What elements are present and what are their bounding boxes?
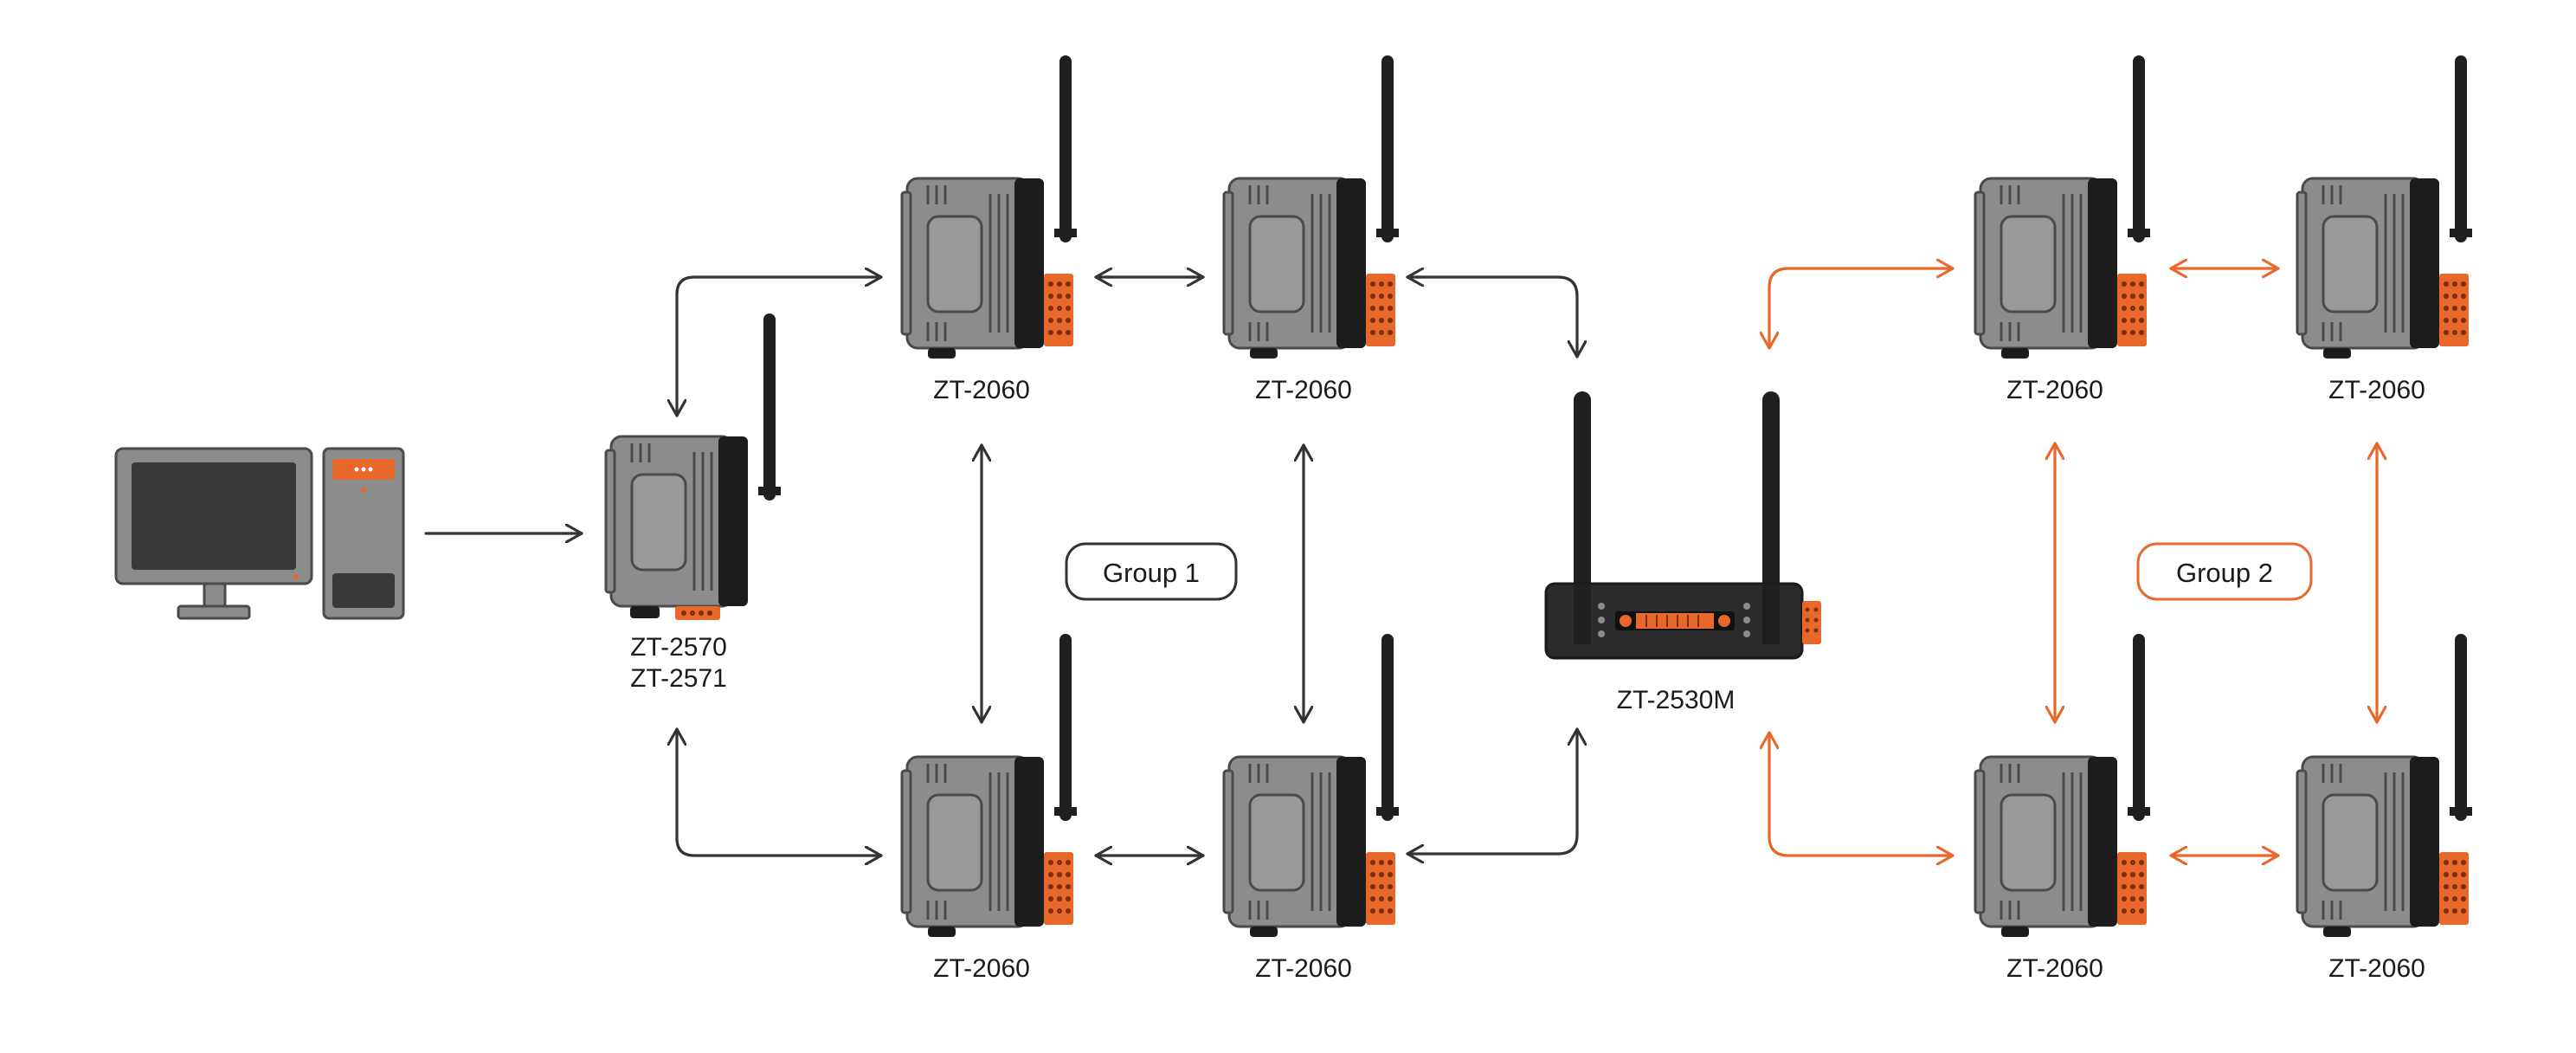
- zt-2060-node-icon: [1974, 632, 2152, 939]
- node-label-g1-bottom-right: ZT-2060: [1255, 954, 1352, 983]
- zt-2530m-router-icon: [1544, 391, 1821, 660]
- node-label-g2-bottom-right: ZT-2060: [2328, 954, 2425, 983]
- link-gateway-top-left: [677, 277, 883, 417]
- link-bottom-right-coordinator: [1406, 727, 1577, 854]
- gateway-label-2: ZT-2571: [630, 664, 727, 693]
- node-label-g2-top-left: ZT-2060: [2006, 376, 2103, 404]
- node-label-g1-bottom-left: ZT-2060: [933, 954, 1030, 983]
- group2-links: [1769, 268, 2377, 856]
- node-label-g2-top-right: ZT-2060: [2328, 376, 2425, 404]
- link-coordinator-g2-top-left: [1769, 268, 1955, 350]
- node-label-g2-bottom-left: ZT-2060: [2006, 954, 2103, 983]
- zt-2060-node-icon: [1222, 632, 1401, 939]
- zt-2060-node-icon: [900, 632, 1079, 939]
- group1-badge: Group 1: [1065, 542, 1238, 601]
- node-label-g1-top-left: ZT-2060: [933, 376, 1030, 404]
- link-coordinator-g2-bottom-left: [1769, 731, 1955, 856]
- coordinator-label: ZT-2530M: [1617, 686, 1736, 714]
- zt-2060-node-icon: [900, 54, 1079, 360]
- group1-links: [424, 277, 1577, 856]
- group1-label: Group 1: [1103, 558, 1200, 588]
- zt-2060-node-icon: [1974, 54, 2152, 360]
- zt-2570-gateway-icon: [604, 312, 782, 622]
- zt-2060-node-icon: [2296, 632, 2474, 939]
- link-gateway-bottom-left: [677, 727, 883, 856]
- zt-2060-node-icon: [1222, 54, 1401, 360]
- link-top-right-coordinator: [1406, 277, 1577, 359]
- desktop-computer-icon: [114, 447, 405, 620]
- zt-2060-node-icon: [2296, 54, 2474, 360]
- group2-badge: Group 2: [2136, 542, 2313, 601]
- group2-label: Group 2: [2176, 558, 2273, 588]
- gateway-label-1: ZT-2570: [630, 633, 727, 662]
- node-label-g1-top-right: ZT-2060: [1255, 376, 1352, 404]
